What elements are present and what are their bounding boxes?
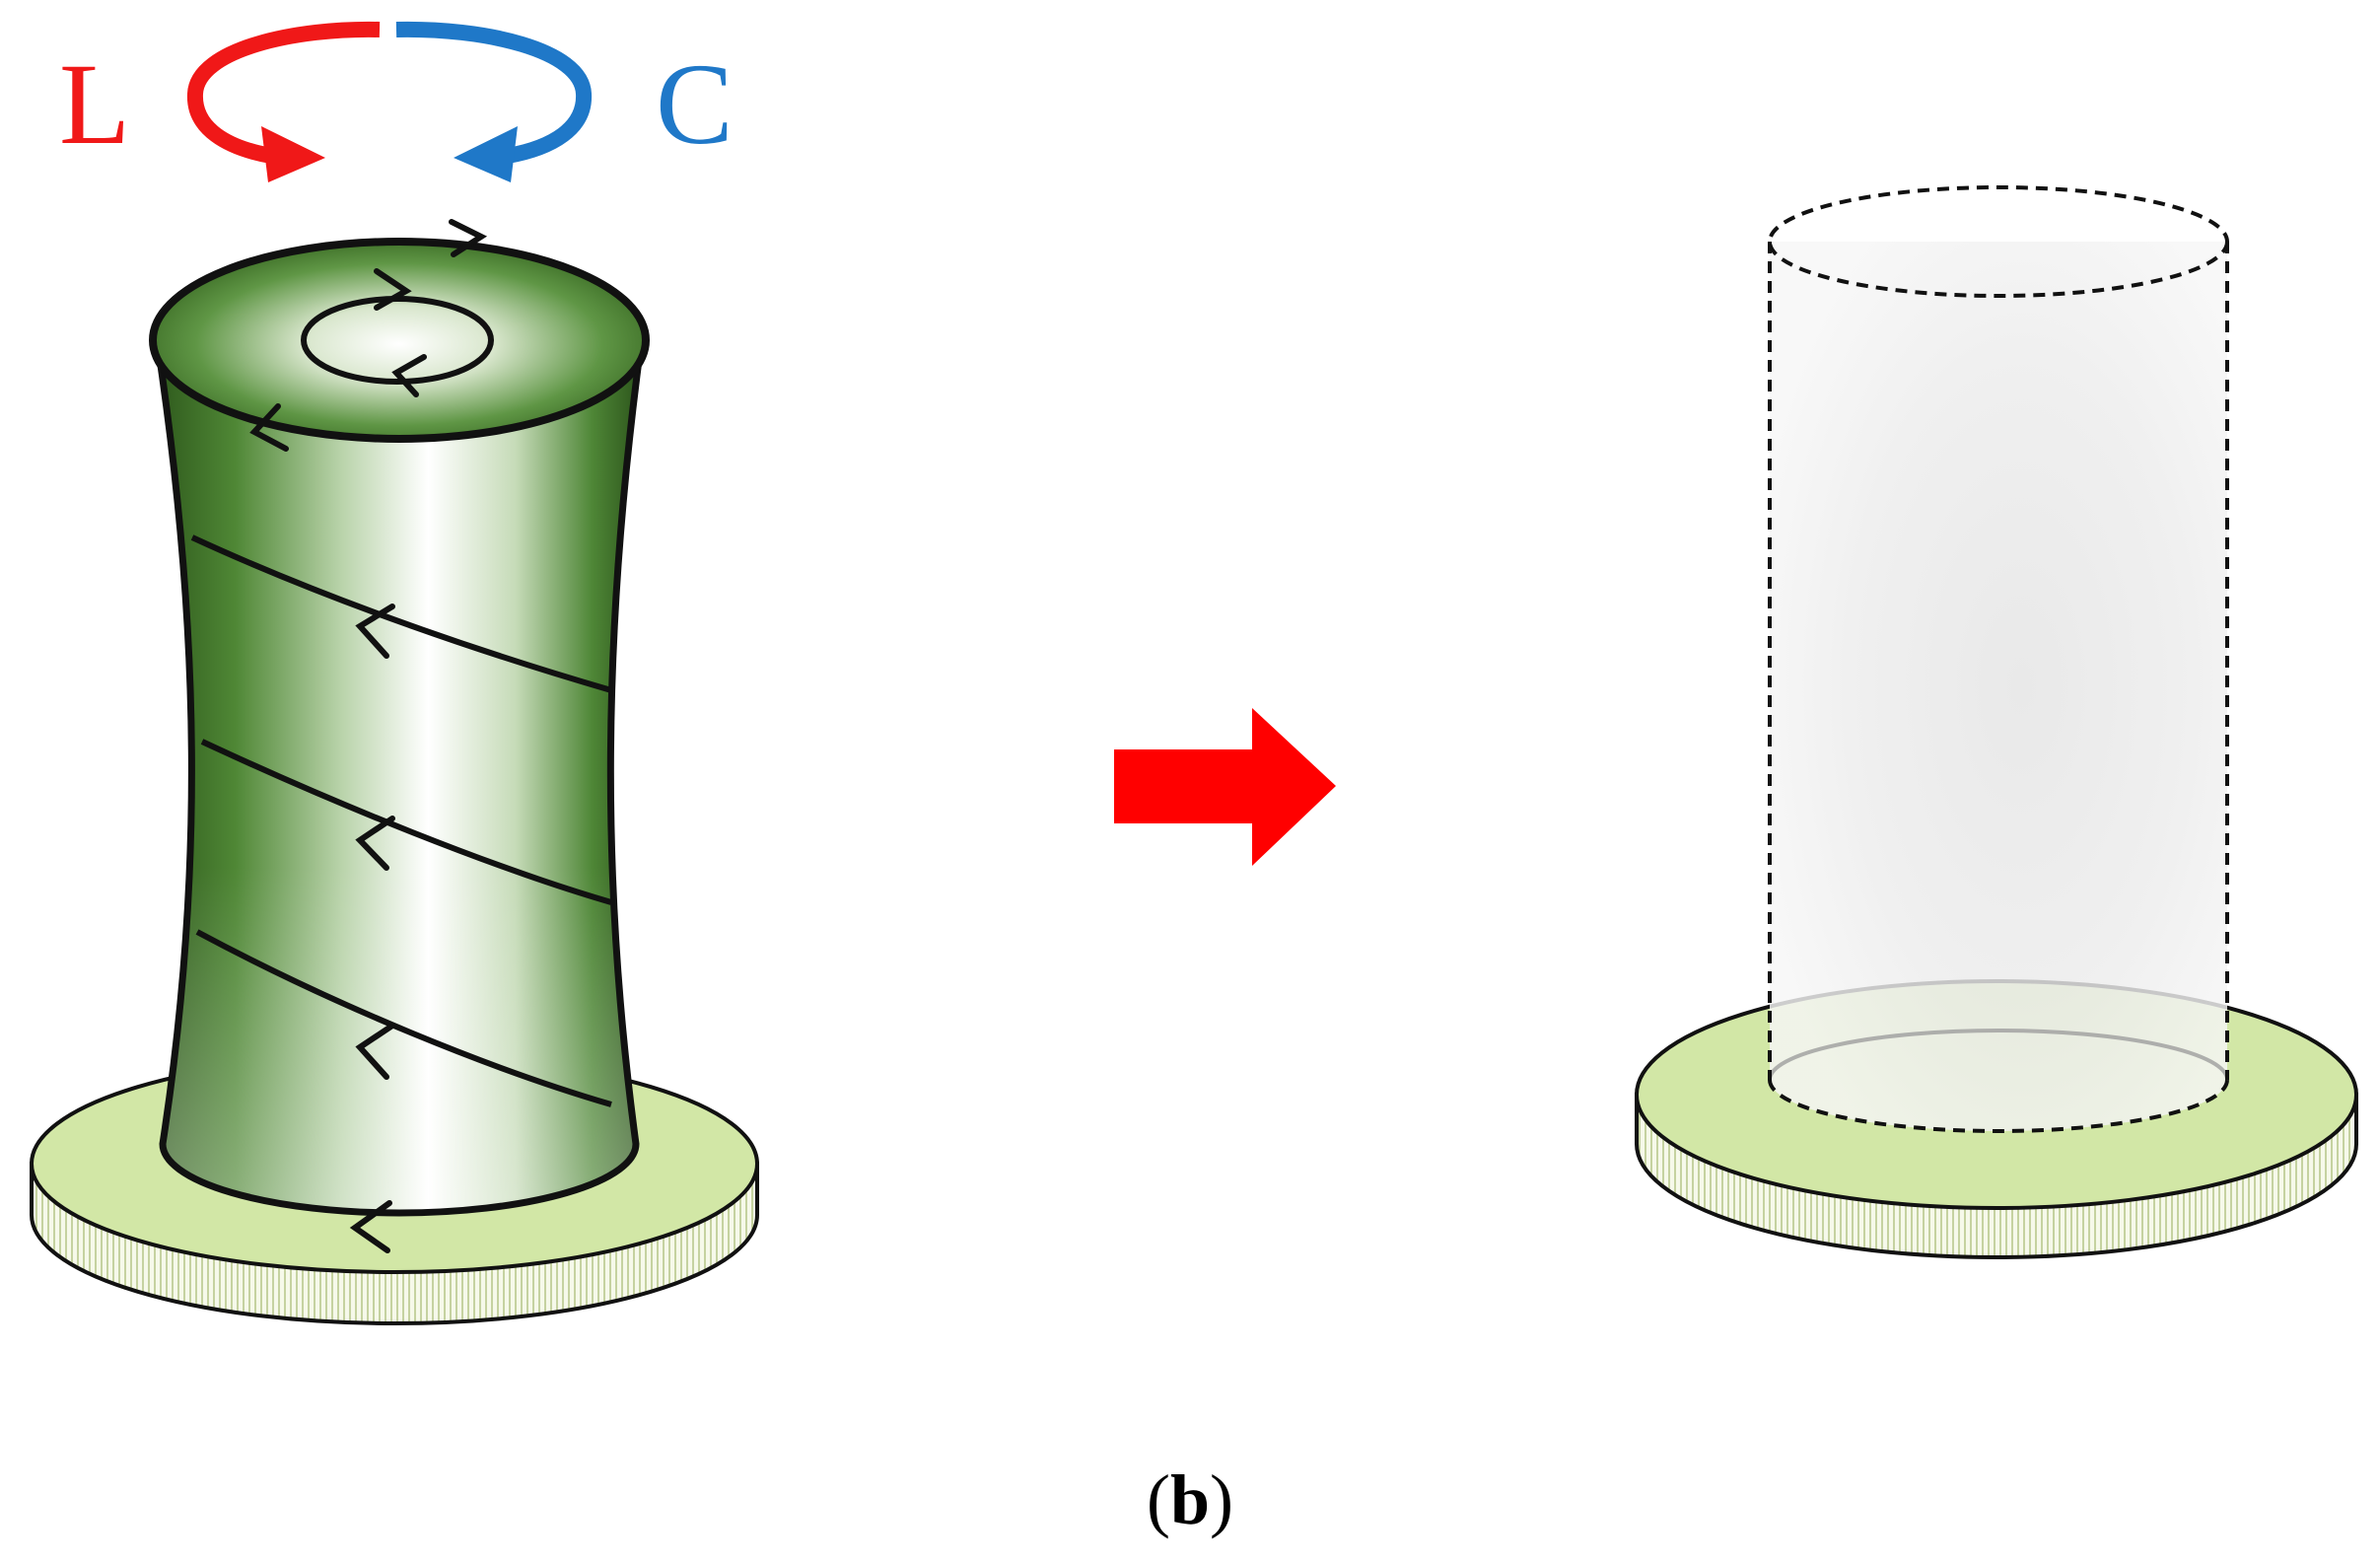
label-left: L xyxy=(59,39,130,169)
label-right: C xyxy=(656,39,734,169)
top-loop-arrow-heads xyxy=(249,219,488,452)
right-rotation-arc xyxy=(395,21,593,164)
right-rotation-arrow-head xyxy=(454,126,518,182)
left-column xyxy=(149,219,650,1253)
caption-letter: b xyxy=(1170,1460,1210,1539)
rotation-arrows xyxy=(186,21,593,182)
column-top-cap xyxy=(149,238,650,443)
ghost-cylinder xyxy=(1768,185,2229,1133)
caption-close-paren: ) xyxy=(1210,1460,1233,1539)
left-rotation-arc xyxy=(186,21,381,164)
left-rotation-arrow-head xyxy=(261,126,325,182)
transition-arrow xyxy=(1114,708,1336,866)
column-field-lines xyxy=(190,534,612,1107)
figure-caption: (b) xyxy=(1147,1460,1233,1539)
caption-open-paren: ( xyxy=(1147,1460,1170,1539)
